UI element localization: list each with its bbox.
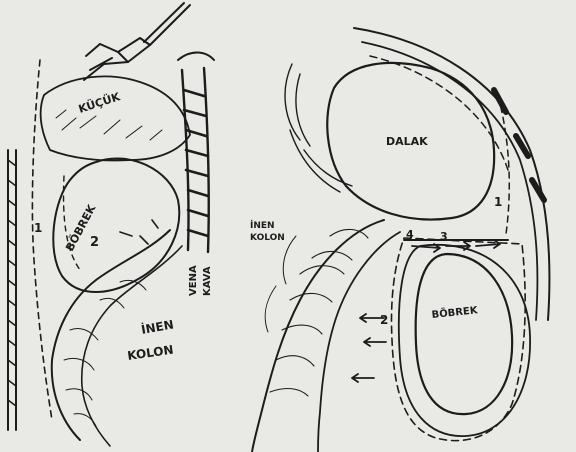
label-right-inen: İNEN	[250, 220, 275, 231]
label-dalak: DALAK	[386, 135, 428, 148]
rib-marks	[494, 90, 544, 200]
left-sketch: KÜÇÜK BÖBREK 1 2 VENA KAVA İNEN KOLON	[8, 3, 214, 446]
label-left-inen: İNEN	[140, 316, 175, 336]
label-right-num-3: 3	[440, 230, 448, 243]
label-kucuk: KÜÇÜK	[77, 89, 122, 116]
retroperitoneal-dashed	[392, 238, 526, 441]
label-left-kolon: KOLON	[126, 343, 174, 363]
label-left-num-1: 1	[34, 221, 42, 235]
label-vena: VENA	[188, 265, 199, 296]
omentum-lines	[285, 64, 352, 192]
left-ureter-dashes	[120, 220, 158, 244]
surgical-instrument	[84, 3, 190, 80]
small-intestine-outline	[41, 76, 190, 160]
spleen-dashed-border	[498, 96, 509, 234]
vena-kava-vessel	[178, 53, 214, 253]
left-dashed-margin	[32, 60, 52, 420]
label-right-num-1: 1	[494, 195, 502, 209]
right-kidney-outline	[416, 254, 513, 414]
label-kava: KAVA	[202, 266, 213, 296]
right-colon-inner	[318, 232, 400, 452]
label-right-bobrek: BÖBREK	[431, 302, 479, 321]
left-kidney-outline	[53, 158, 179, 292]
right-colon-haustra	[270, 229, 368, 396]
label-right-num-2: 2	[380, 313, 388, 327]
abdominal-wall	[354, 28, 549, 320]
left-hatched-band	[8, 150, 16, 430]
small-intestine-hatching	[56, 110, 162, 140]
right-sketch: DALAK İNEN KOLON BÖBREK 1 2 3 4	[250, 28, 549, 452]
label-right-num-4: 4	[406, 228, 414, 241]
label-right-kolon: KOLON	[250, 233, 285, 243]
label-left-num-2: 2	[90, 235, 99, 250]
